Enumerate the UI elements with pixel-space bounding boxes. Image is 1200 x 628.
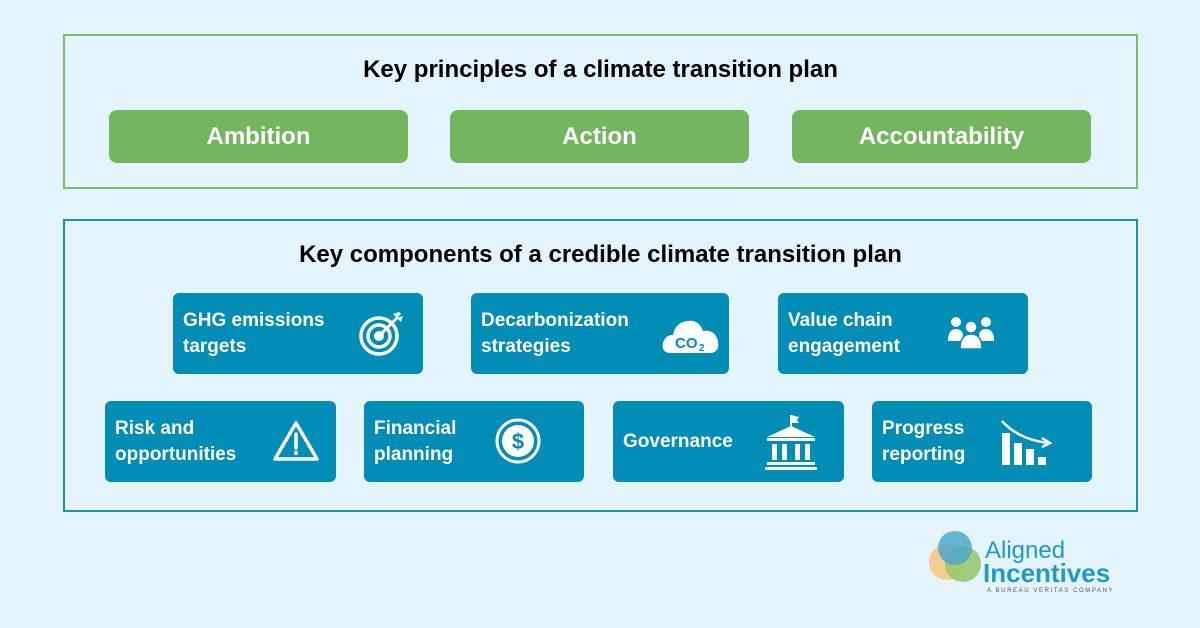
dollar-coin-icon: $ — [495, 418, 541, 464]
svg-text:Aligned: Aligned — [985, 537, 1065, 564]
card-label-line2: opportunities — [115, 443, 237, 465]
card-label: Governance — [623, 430, 733, 452]
components-title: Key components of a credible climate tra… — [299, 241, 902, 268]
card-label-line1: Value chain — [788, 309, 893, 331]
card-label-line2: targets — [183, 335, 247, 357]
svg-text:$: $ — [512, 429, 524, 454]
card-label-line2: planning — [374, 443, 454, 465]
card-label-line1: Financial — [374, 417, 457, 439]
component-value-chain: Value chain engagement — [778, 293, 1028, 374]
svg-text:2: 2 — [699, 343, 705, 354]
warning-icon — [273, 421, 319, 461]
component-progress-reporting: Progress reporting — [872, 401, 1092, 482]
component-ghg-targets: GHG emissions targets — [173, 293, 423, 374]
svg-text:CO: CO — [675, 335, 698, 352]
card-label-line1: Progress — [882, 417, 965, 439]
government-building-icon — [765, 415, 817, 470]
aligned-incentives-logo: Aligned Incentives A BUREAU VERITAS COMP… — [925, 530, 1135, 596]
card-label-line2: reporting — [882, 443, 966, 465]
principle-ambition: Ambition — [109, 110, 408, 163]
card-label-line1: Decarbonization — [481, 309, 629, 331]
component-decarbonization: Decarbonization strategies CO 2 — [471, 293, 729, 374]
declining-bar-chart-icon — [1001, 420, 1053, 465]
card-label-line2: strategies — [481, 335, 571, 357]
component-governance: Governance — [613, 401, 844, 482]
card-label-line2: engagement — [788, 335, 900, 357]
components-panel: Key components of a credible climate tra… — [63, 219, 1138, 512]
svg-text:Incentives: Incentives — [983, 558, 1110, 588]
people-group-icon — [948, 317, 994, 350]
target-icon — [359, 312, 403, 356]
co2-cloud-icon: CO 2 — [662, 320, 719, 354]
principle-accountability: Accountability — [792, 110, 1091, 163]
svg-text:A BUREAU VERITAS COMPANY: A BUREAU VERITAS COMPANY — [987, 588, 1114, 594]
component-financial-planning: Financial planning $ — [364, 401, 584, 482]
logo-venn-icon: Aligned Incentives A BUREAU VERITAS COMP… — [929, 531, 1114, 594]
principles-panel: Key principles of a climate transition p… — [63, 34, 1138, 189]
card-label-line1: Risk and — [115, 417, 195, 439]
principles-title: Key principles of a climate transition p… — [363, 56, 838, 83]
card-label-line1: GHG emissions — [183, 309, 325, 331]
component-risk-opportunities: Risk and opportunities — [105, 401, 336, 482]
principle-action: Action — [450, 110, 749, 163]
